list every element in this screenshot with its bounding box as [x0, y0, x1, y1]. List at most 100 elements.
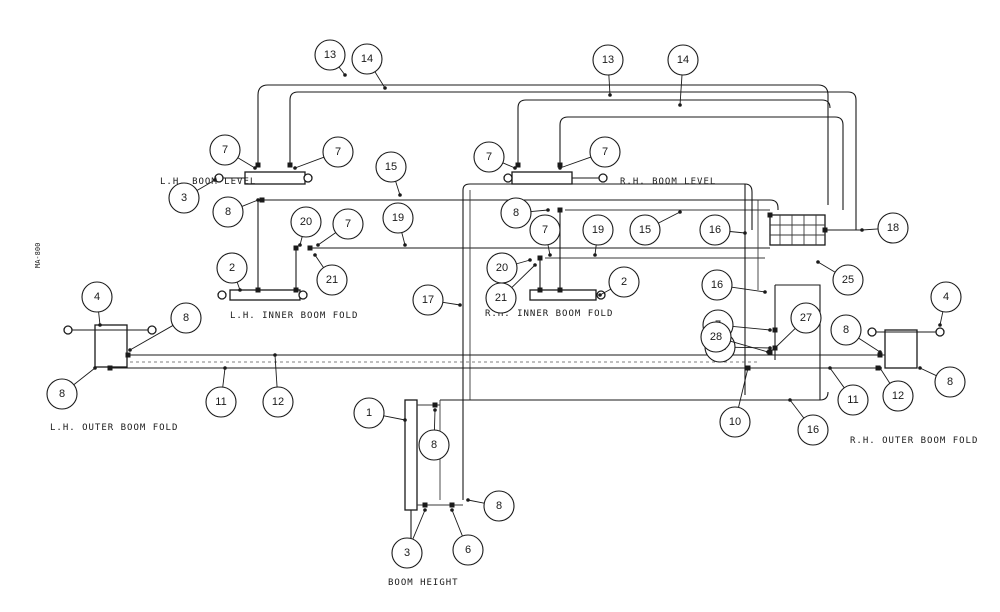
callout-arrow-icon: [860, 228, 864, 232]
callout-arrow-icon: [546, 208, 550, 212]
callout-number: 4: [94, 291, 100, 303]
callout-balloon: [170, 302, 202, 334]
callout-leader: [729, 231, 746, 234]
hose-14-rh: [559, 116, 844, 210]
callout-leader: [274, 354, 278, 388]
fitting-icon: [259, 197, 265, 203]
callout-balloon: [46, 378, 78, 410]
callout-leader: [658, 211, 681, 224]
fitting-icon: [822, 227, 828, 233]
rh-boom-level-pin-icon: [598, 173, 608, 183]
callout-leader: [442, 301, 461, 306]
callout-balloon: [700, 321, 732, 353]
callout-arrow-icon: [313, 253, 317, 257]
callout-arrow-icon: [466, 498, 470, 502]
callout-number: 6: [465, 544, 471, 556]
callout-balloon: [930, 281, 962, 313]
callout-arrow-icon: [298, 243, 302, 247]
callout-number: 8: [225, 206, 231, 218]
callout-balloon: [452, 534, 484, 566]
callout-arrow-icon: [423, 508, 427, 512]
fitting-icon: [449, 502, 455, 508]
callout-leader: [395, 181, 401, 196]
callout-leader: [433, 409, 436, 431]
label-lh-inner-boom-fold: L.H. INNER BOOM FOLD: [230, 311, 358, 321]
callout-balloon: [351, 43, 383, 75]
callout-leader: [237, 157, 256, 169]
callout-arrow-icon: [593, 253, 597, 257]
callout-number: 3: [404, 547, 410, 559]
callout-arrow-icon: [450, 508, 454, 512]
callout-arrow-icon: [766, 350, 770, 354]
callout-balloon: [529, 214, 561, 246]
callout-arrow-icon: [768, 328, 772, 332]
callout-arrow-icon: [528, 258, 532, 262]
rh-outer-fold-bracket: [884, 329, 918, 369]
callout-arrow-icon: [383, 86, 387, 90]
callout-balloon: [699, 214, 731, 246]
callout-number: 4: [943, 291, 949, 303]
callout-number: 20: [300, 216, 312, 228]
callout-number: 7: [335, 146, 341, 158]
callout-number: 8: [843, 324, 849, 336]
callout-leader: [196, 179, 216, 191]
callout-arrow-icon: [293, 166, 297, 170]
callout-leader: [919, 367, 937, 377]
hose-routing: [110, 84, 885, 500]
callout-number: 13: [324, 49, 336, 61]
callout-number: 7: [602, 146, 608, 158]
callout-number: 7: [486, 151, 492, 163]
callout-arrow-icon: [343, 73, 347, 77]
callout-number: 17: [422, 294, 434, 306]
callout-leader: [530, 209, 549, 213]
callout-leader: [374, 71, 386, 89]
callout-arrow-icon: [938, 323, 942, 327]
callout-number: 8: [431, 439, 437, 451]
callout-arrow-icon: [878, 350, 882, 354]
callout-leader: [73, 367, 96, 386]
fitting-icon: [557, 287, 563, 293]
components: [63, 171, 945, 545]
fitting-icon: [875, 365, 881, 371]
callout-number: 19: [392, 212, 404, 224]
callout-leader: [412, 509, 426, 540]
callout-balloon: [353, 397, 385, 429]
callout-balloon: [701, 269, 733, 301]
callout-number: 2: [229, 262, 235, 274]
fitting-icon: [422, 502, 428, 508]
callout-number: 21: [495, 292, 507, 304]
callout-number: 8: [59, 388, 65, 400]
callout-balloon: [667, 44, 699, 76]
callout-balloon: [877, 212, 909, 244]
callout-arrow-icon: [213, 178, 217, 182]
callout-arrow-icon: [746, 366, 750, 370]
callout-balloon: [483, 490, 515, 522]
callout-leader: [502, 162, 516, 169]
callout-arrow-icon: [763, 290, 767, 294]
callout-number: 2: [621, 276, 627, 288]
callout-leader: [383, 415, 406, 421]
callout-number: 25: [842, 274, 854, 286]
callout-leader: [516, 259, 531, 265]
callout-balloon: [608, 266, 640, 298]
callout-arrow-icon: [93, 366, 97, 370]
callout-arrow-icon: [678, 210, 682, 214]
hose-13-rh: [517, 99, 831, 165]
callout-number: 14: [677, 54, 689, 66]
callout-arrow-icon: [768, 346, 772, 350]
callout-arrow-icon: [223, 366, 227, 370]
callout-leader: [939, 311, 944, 326]
callout-balloon: [205, 386, 237, 418]
callout-leader: [732, 325, 771, 331]
callout-balloon: [412, 284, 444, 316]
callout-number: 8: [183, 312, 189, 324]
callout-balloon: [81, 281, 113, 313]
callout-number: 11: [847, 394, 858, 406]
callout-number: 28: [710, 331, 722, 343]
callout-balloon: [418, 429, 450, 461]
callout-balloon: [473, 141, 505, 173]
callout-arrow-icon: [403, 418, 407, 422]
callout-leader: [789, 399, 805, 419]
fitting-icon: [293, 287, 299, 293]
callout-number: 16: [711, 279, 723, 291]
